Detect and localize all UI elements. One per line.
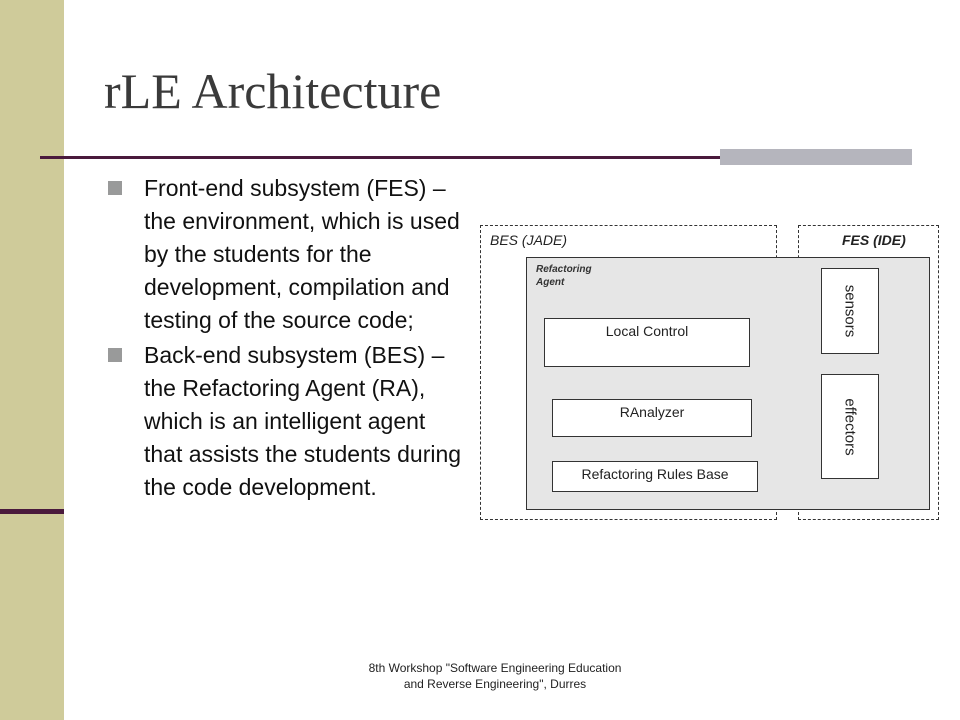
bullet-list: Front-end subsystem (FES) – the environm… <box>104 172 464 506</box>
bullet-item-bes: Back-end subsystem (BES) – the Refactori… <box>104 339 464 504</box>
title-underline <box>40 156 912 159</box>
local-control-box: Local Control <box>544 318 750 367</box>
rules-base-label: Refactoring Rules Base <box>581 466 729 482</box>
ranalyzer-box: RAnalyzer <box>552 399 752 437</box>
effectors-box: effectors <box>821 374 879 479</box>
local-control-label: Local Control <box>605 323 689 339</box>
rules-base-box: Refactoring Rules Base <box>552 461 758 492</box>
architecture-diagram: BES (JADE) FES (IDE) Refactoring Agent L… <box>470 215 945 525</box>
title-underline-accent <box>720 149 912 165</box>
sidebar-band <box>0 0 64 720</box>
agent-label: Refactoring Agent <box>536 263 592 289</box>
slide-footer: 8th Workshop "Software Engineering Educa… <box>330 660 660 692</box>
bullet-text: Front-end subsystem (FES) – the environm… <box>144 175 460 333</box>
effectors-label: effectors <box>841 397 859 456</box>
sidebar-accent-bar <box>0 509 64 514</box>
agent-label-line2: Agent <box>536 277 565 288</box>
sensors-box: sensors <box>821 268 879 354</box>
sensors-label: sensors <box>841 284 859 338</box>
footer-line1: 8th Workshop "Software Engineering Educa… <box>368 661 622 675</box>
square-bullet-icon <box>108 348 122 362</box>
fes-label: FES (IDE) <box>842 232 906 248</box>
slide-title: rLE Architecture <box>104 63 442 119</box>
bullet-item-fes: Front-end subsystem (FES) – the environm… <box>104 172 464 337</box>
square-bullet-icon <box>108 181 122 195</box>
agent-label-line1: Refactoring <box>536 264 592 275</box>
bullet-text: Back-end subsystem (BES) – the Refactori… <box>144 342 462 500</box>
ranalyzer-label: RAnalyzer <box>619 404 685 420</box>
footer-line2: and Reverse Engineering", Durres <box>403 677 587 691</box>
bes-label: BES (JADE) <box>490 232 568 248</box>
